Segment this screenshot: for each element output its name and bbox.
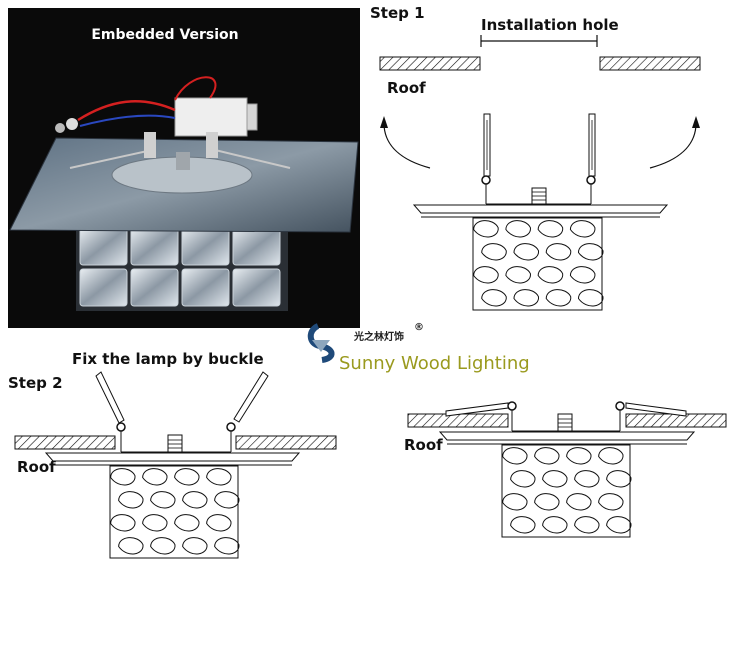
stone-pattern bbox=[502, 493, 528, 511]
brand-chinese-name: 光之林灯饰 bbox=[353, 330, 404, 343]
stone-pattern bbox=[505, 266, 531, 284]
step1-roof-label: Roof bbox=[387, 79, 426, 97]
stone-pattern bbox=[606, 470, 632, 488]
lamp-flange bbox=[44, 452, 301, 462]
stone-pattern bbox=[542, 470, 568, 488]
stone-pattern bbox=[182, 537, 208, 555]
roof-slab-right bbox=[625, 413, 727, 428]
crystal-cube bbox=[232, 268, 281, 307]
brand-logo: 光之林灯饰 ® Sunny Wood Lighting bbox=[307, 322, 530, 374]
spring-clip-right bbox=[226, 371, 269, 452]
stone-pattern bbox=[574, 516, 600, 534]
crystal-cube bbox=[79, 268, 128, 307]
photo-title: Embedded Version bbox=[91, 27, 238, 43]
stone-pattern bbox=[537, 220, 564, 238]
product-photo: Embedded Version bbox=[8, 8, 360, 328]
brand-name: Sunny Wood Lighting bbox=[339, 353, 530, 374]
crystal-cube bbox=[181, 227, 230, 266]
step2-label: Step 2 bbox=[8, 374, 63, 392]
stone-pattern bbox=[505, 220, 531, 238]
lamp-flange bbox=[412, 204, 669, 214]
stone-pattern bbox=[142, 468, 168, 486]
stone-pattern bbox=[598, 447, 624, 465]
rotate-arrow-left-icon bbox=[380, 116, 431, 169]
stone-pattern bbox=[142, 514, 168, 532]
stone-pattern bbox=[534, 493, 560, 511]
stone-pattern bbox=[110, 468, 136, 486]
stone-pattern bbox=[502, 447, 528, 465]
stone-pattern bbox=[566, 447, 592, 465]
crystal-body bbox=[501, 444, 631, 538]
crystal-cube bbox=[130, 227, 179, 266]
roof-slab-left bbox=[379, 56, 481, 71]
stone-pattern bbox=[481, 289, 507, 307]
stone-pattern bbox=[606, 516, 632, 534]
stone-pattern bbox=[598, 493, 624, 511]
stone-pattern bbox=[577, 243, 604, 261]
stone-pattern bbox=[569, 266, 596, 284]
roof-slab-left bbox=[407, 413, 509, 428]
stone-pattern bbox=[513, 289, 539, 307]
crystal-cube bbox=[79, 227, 128, 266]
registered-mark: ® bbox=[414, 322, 424, 333]
stone-pattern bbox=[174, 514, 200, 532]
crystal-body bbox=[472, 217, 603, 311]
stone-pattern bbox=[566, 493, 592, 511]
lamp-flange bbox=[438, 431, 696, 441]
stone-pattern bbox=[150, 537, 176, 555]
rotate-arrow-right-icon bbox=[649, 116, 700, 169]
fix-lamp-caption: Fix the lamp by buckle bbox=[72, 350, 264, 368]
stone-pattern bbox=[110, 514, 136, 532]
stone-pattern bbox=[473, 266, 499, 284]
crystal-cube bbox=[232, 227, 281, 266]
stone-pattern bbox=[574, 470, 600, 488]
spring-clip-right bbox=[615, 401, 687, 431]
stone-pattern bbox=[542, 516, 568, 534]
step3-roof-label: Roof bbox=[404, 436, 443, 454]
spring-clip-left bbox=[95, 371, 126, 452]
center-screw bbox=[557, 413, 573, 432]
step3-diagram: Roof bbox=[404, 401, 727, 538]
roof-slab-right bbox=[235, 435, 337, 450]
step1-label: Step 1 bbox=[370, 4, 425, 22]
stone-pattern bbox=[473, 220, 499, 238]
stone-pattern bbox=[182, 491, 208, 509]
spring-clip-right bbox=[586, 113, 596, 204]
stone-pattern bbox=[174, 468, 200, 486]
stone-pattern bbox=[510, 516, 536, 534]
stone-pattern bbox=[513, 243, 539, 261]
installation-hole-label: Installation hole bbox=[481, 16, 619, 34]
crystal-cube bbox=[130, 268, 179, 307]
step2-diagram: Fix the lamp by buckle Step 2 Roof bbox=[8, 350, 337, 559]
stone-pattern bbox=[206, 468, 232, 486]
stone-pattern bbox=[545, 289, 572, 307]
stone-pattern bbox=[577, 289, 604, 307]
stone-pattern bbox=[150, 491, 176, 509]
stone-pattern bbox=[481, 243, 507, 261]
crystal-cube bbox=[181, 268, 230, 307]
stone-pattern bbox=[569, 220, 596, 238]
stone-pattern bbox=[537, 266, 564, 284]
stone-pattern bbox=[214, 491, 240, 509]
driver-box bbox=[55, 76, 258, 137]
step2-roof-label: Roof bbox=[17, 458, 56, 476]
stone-pattern bbox=[206, 514, 232, 532]
crystal-body bbox=[109, 465, 239, 559]
stone-pattern bbox=[534, 447, 560, 465]
roof-slab-left bbox=[14, 435, 116, 450]
stone-pattern bbox=[545, 243, 572, 261]
center-screw bbox=[167, 434, 183, 453]
stone-pattern bbox=[118, 537, 144, 555]
stone-pattern bbox=[510, 470, 536, 488]
stone-pattern bbox=[214, 537, 240, 555]
spring-clip-left bbox=[445, 401, 517, 431]
spring-clip-left bbox=[481, 113, 491, 204]
roof-slab-right bbox=[599, 56, 701, 71]
step1-diagram: Step 1 Installation hole Roof bbox=[370, 4, 701, 311]
stone-pattern bbox=[118, 491, 144, 509]
hole-dimension bbox=[480, 35, 598, 47]
